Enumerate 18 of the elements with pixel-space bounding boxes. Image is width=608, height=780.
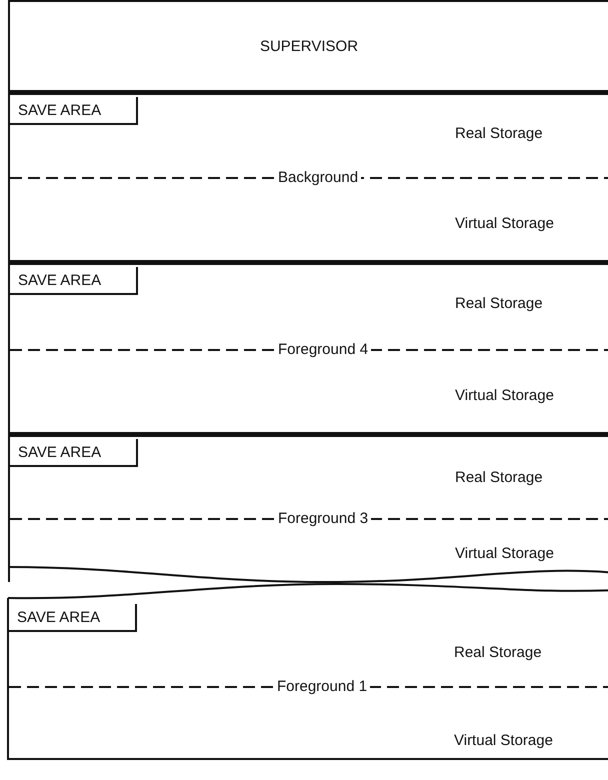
section-title: SUPERVISOR [258,38,360,56]
region-label: Real Storage [455,295,543,313]
storage-partition [8,432,608,582]
region-label: Real Storage [455,469,543,487]
region-label: Real Storage [455,125,543,143]
region-label: Virtual Storage [455,215,554,233]
save-area-box: SAVE AREA [7,604,137,632]
save-area-box: SAVE AREA [8,267,138,295]
region-label: Real Storage [454,644,542,662]
save-area-box: SAVE AREA [8,439,138,467]
storage-partition [8,260,608,432]
region-label: Virtual Storage [455,387,554,405]
region-label: Virtual Storage [454,732,553,750]
save-area-box: SAVE AREA [8,97,138,125]
storage-partition [8,90,608,260]
supervisor-box [8,0,608,90]
region-label: Virtual Storage [455,545,554,563]
storage-partition [9,580,608,760]
